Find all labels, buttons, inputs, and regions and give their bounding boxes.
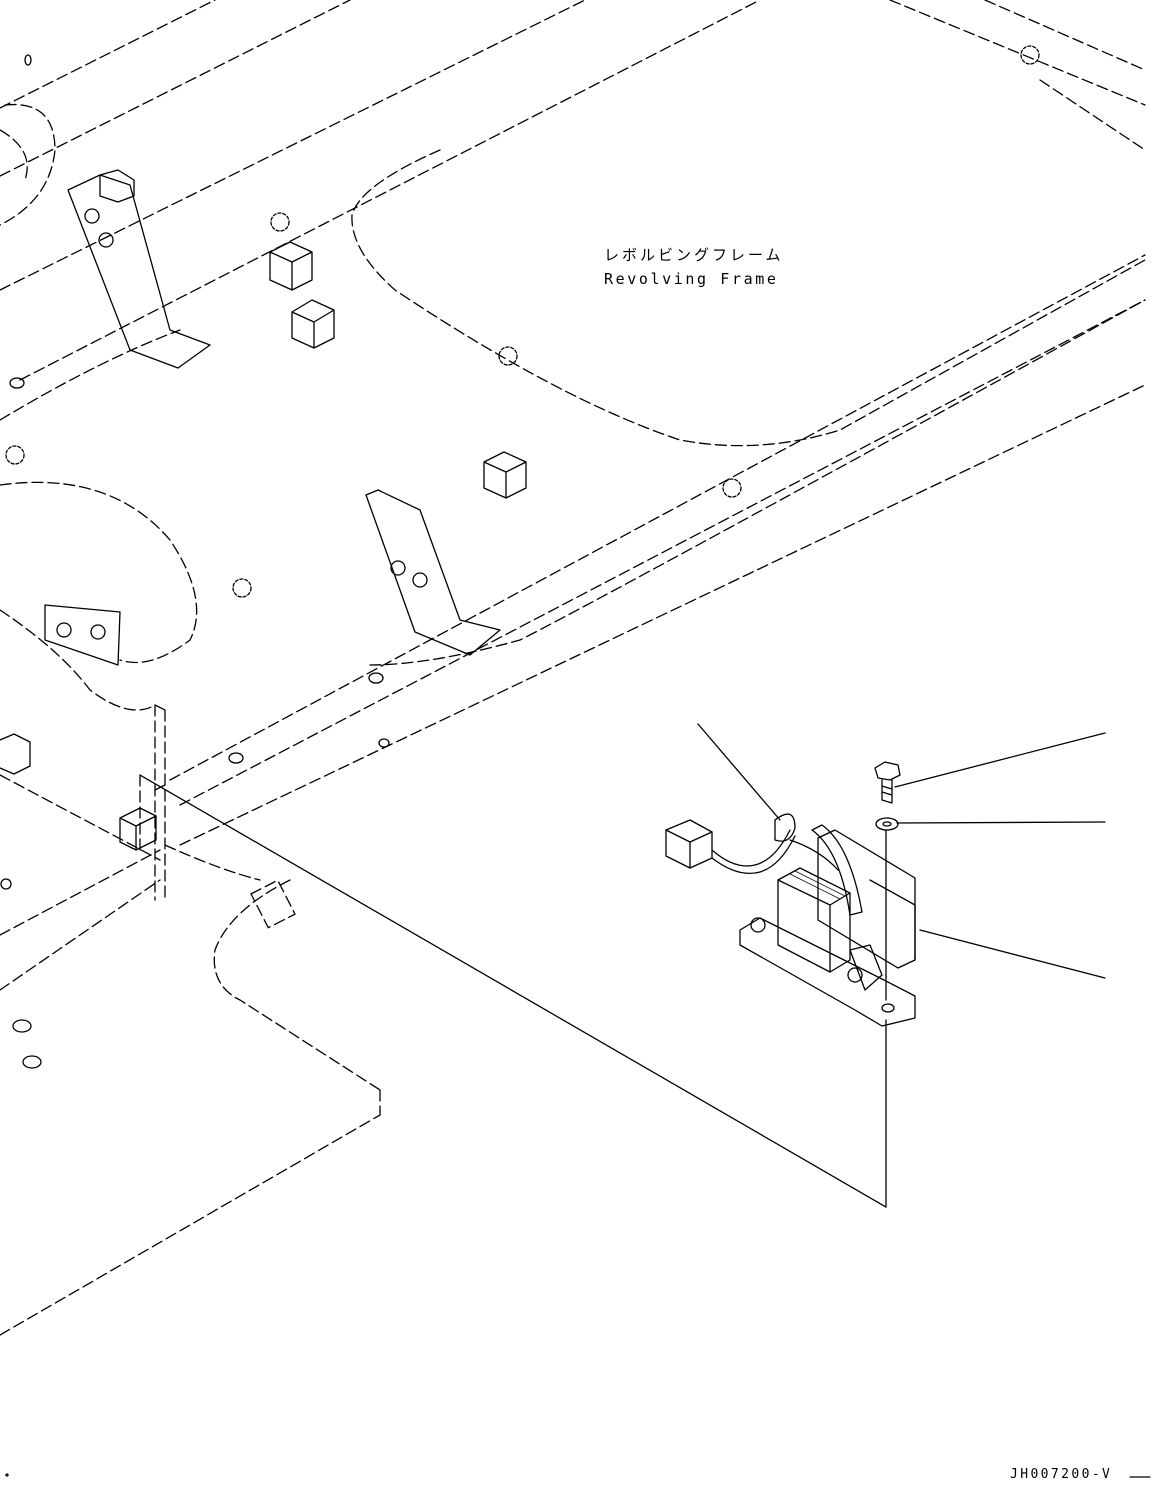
washer bbox=[875, 817, 899, 831]
frame-brackets bbox=[44, 169, 501, 666]
assembly-lines bbox=[139, 774, 887, 1208]
part-name-japanese: レボルビングフレーム bbox=[604, 246, 784, 264]
callout-leaders bbox=[697, 723, 1106, 979]
relay-assembly bbox=[665, 813, 916, 1027]
plate-edges bbox=[250, 879, 296, 929]
drawing-code: JH007200-V bbox=[1010, 1467, 1113, 1482]
frame-blocks bbox=[0, 241, 527, 851]
part-name-english: Revolving Frame bbox=[604, 270, 779, 288]
frame-nuts bbox=[5, 45, 1040, 598]
bolt bbox=[874, 761, 901, 804]
revolving-frame-outline bbox=[0, 0, 1146, 1336]
corner-marks bbox=[5, 1473, 1151, 1478]
frame-holes bbox=[0, 54, 390, 1069]
